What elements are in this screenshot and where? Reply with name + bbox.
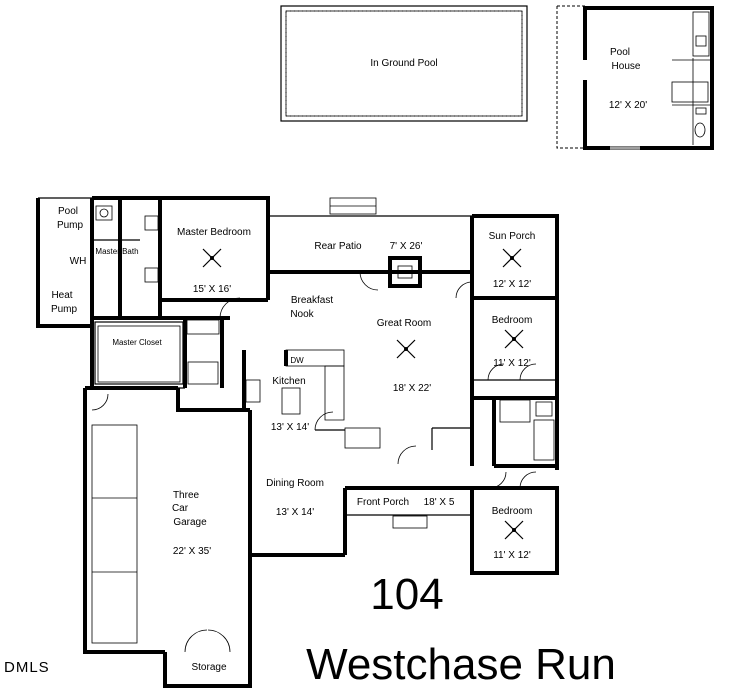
pool-house-label-1: Pool	[610, 47, 630, 58]
fan-icon	[502, 248, 522, 268]
breakfast-nook-label-1: Breakfast	[291, 295, 333, 306]
fan-icon	[504, 520, 524, 540]
sun-porch-label: Sun Porch	[489, 231, 536, 242]
bedroom-2-label: Bedroom	[492, 315, 533, 326]
pool-pump-label-1: Pool	[58, 206, 78, 217]
master-closet-label: Master Closet	[112, 338, 162, 347]
main-house-walls	[36, 196, 559, 688]
dining-room-label: Dining Room	[266, 478, 324, 489]
pool-label: In Ground Pool	[370, 58, 437, 69]
front-porch-label: Front Porch	[357, 497, 409, 508]
dining-room-size: 13' X 14'	[276, 507, 314, 518]
bedroom-3-size: 11' X 12'	[493, 550, 531, 561]
garage-label-3: Garage	[173, 517, 207, 528]
pool-pump-label-2: Pump	[57, 220, 84, 231]
heat-pump-label-2: Pump	[51, 304, 78, 315]
rear-patio-label: Rear Patio	[314, 241, 362, 252]
fan-icon	[396, 339, 416, 359]
great-room-label: Great Room	[377, 318, 431, 329]
address-street: Westchase Run	[306, 640, 616, 689]
sun-porch-size: 12' X 12'	[493, 279, 531, 290]
pool: In Ground Pool	[280, 5, 528, 122]
door-swings	[91, 271, 537, 653]
ceiling-fan-icons	[202, 248, 524, 540]
breakfast-nook-label-2: Nook	[290, 309, 314, 320]
heat-pump-label-1: Heat	[51, 290, 72, 301]
pool-house-label-2: House	[612, 61, 641, 72]
fan-icon	[202, 248, 222, 268]
master-bedroom-label: Master Bedroom	[177, 227, 251, 238]
garage-label-2: Car	[172, 503, 189, 514]
interior-walls	[91, 198, 557, 644]
fan-icon	[504, 329, 524, 349]
storage-label: Storage	[191, 662, 226, 673]
garage-size: 22' X 35'	[173, 546, 211, 557]
watermark-logo: DMLS	[4, 659, 50, 676]
front-porch-size: 18' X 5	[424, 497, 455, 508]
pool-house: Pool House 12' X 20'	[556, 5, 714, 150]
dishwasher-label: DW	[290, 356, 304, 365]
garage-label-1: Three	[173, 490, 200, 501]
room-labels: Pool Pump WH Heat Pump Master Bath Maste…	[51, 206, 535, 673]
master-bedroom-size: 15' X 16'	[193, 284, 231, 295]
address-number: 104	[370, 570, 443, 619]
water-heater-label: WH	[70, 256, 87, 267]
kitchen-size: 13' X 14'	[271, 422, 309, 433]
great-room-size: 18' X 22'	[393, 383, 431, 394]
pool-house-size: 12' X 20'	[609, 100, 647, 111]
bedroom-3-label: Bedroom	[492, 506, 533, 517]
bedroom-2-size: 11' X 12'	[493, 358, 531, 369]
master-bath-label: Master Bath	[95, 247, 138, 256]
rear-patio-size: 7' X 26'	[390, 241, 423, 252]
kitchen-label: Kitchen	[272, 376, 305, 387]
